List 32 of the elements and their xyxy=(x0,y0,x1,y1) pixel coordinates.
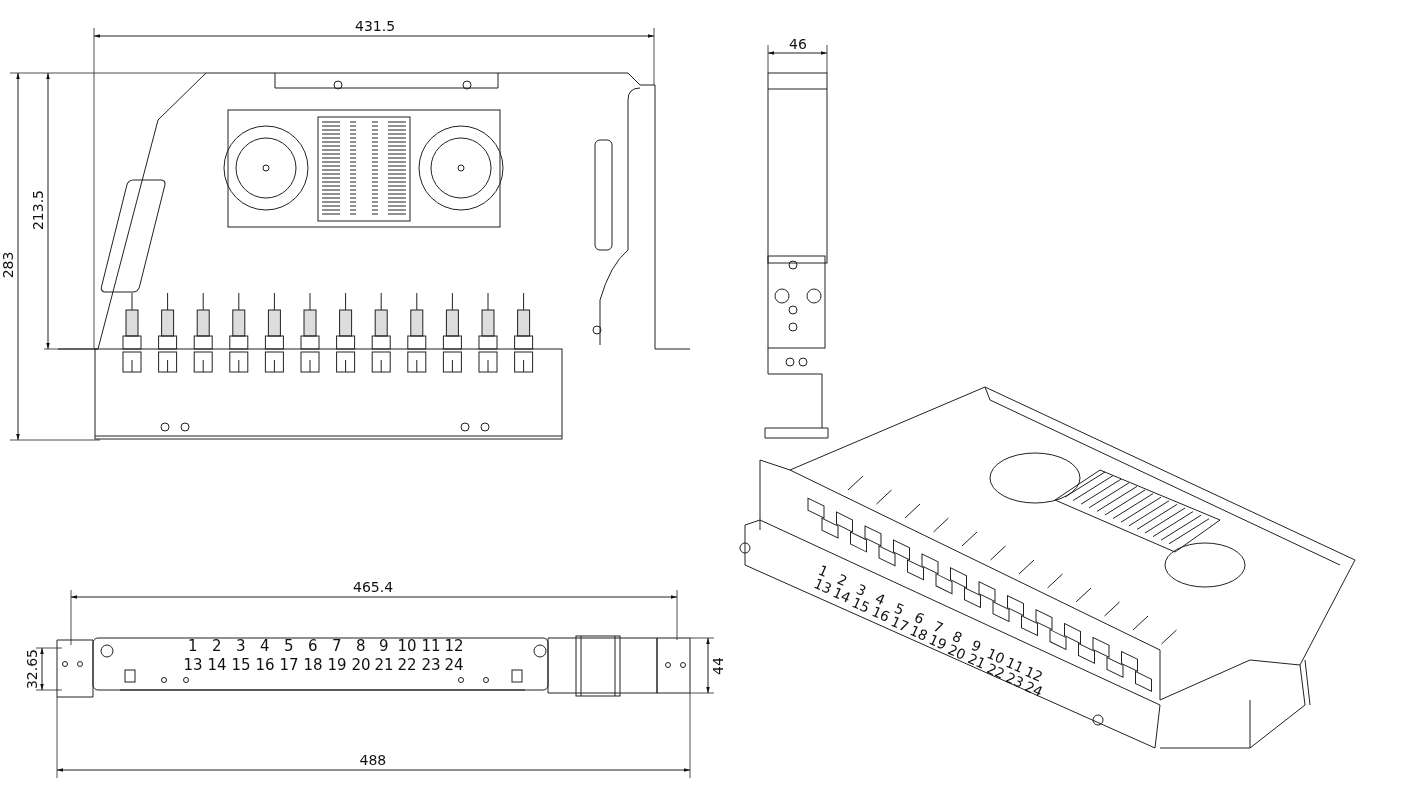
dimension-label: 283 xyxy=(0,251,15,279)
dimension-label: 213.5 xyxy=(31,189,46,231)
port-number: 15 xyxy=(231,657,251,673)
port-number: 19 xyxy=(327,657,347,673)
port-number: 14 xyxy=(207,657,227,673)
port-number: 5 xyxy=(284,638,294,654)
port-number: 16 xyxy=(255,657,275,673)
port-number: 3 xyxy=(236,638,246,654)
port-number: 7 xyxy=(332,638,342,654)
port-number: 8 xyxy=(356,638,366,654)
port-number: 12 xyxy=(444,638,464,654)
port-number: 20 xyxy=(351,657,371,673)
port-number: 24 xyxy=(444,657,464,673)
dimension-label: 46 xyxy=(789,37,807,51)
port-number: 22 xyxy=(397,657,417,673)
dimension-label: 488 xyxy=(359,753,387,767)
dimension-label: 465.4 xyxy=(353,580,394,594)
port-number: 4 xyxy=(260,638,270,654)
port-number: 9 xyxy=(379,638,389,654)
port-number: 13 xyxy=(183,657,203,673)
port-number: 1 xyxy=(188,638,198,654)
port-number: 2 xyxy=(212,638,222,654)
port-number: 18 xyxy=(303,657,323,673)
dimension-label: 44 xyxy=(710,657,725,675)
dimension-label: 32.65 xyxy=(25,648,40,690)
dimension-label: 431.5 xyxy=(355,19,396,33)
port-number: 10 xyxy=(397,638,417,654)
port-number: 11 xyxy=(421,638,441,654)
port-number: 23 xyxy=(421,657,441,673)
port-number: 6 xyxy=(308,638,318,654)
port-number: 21 xyxy=(374,657,394,673)
port-number: 17 xyxy=(279,657,299,673)
